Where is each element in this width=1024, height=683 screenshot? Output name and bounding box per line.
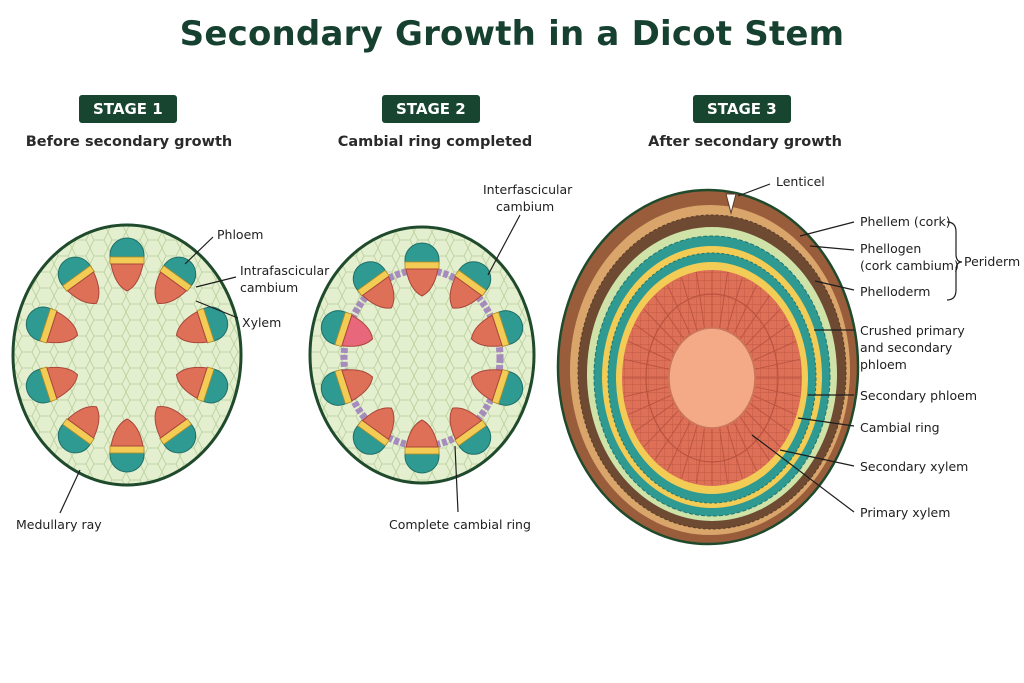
xylem-ray <box>628 340 671 361</box>
label-crushed-phloem-2: and secondary <box>860 340 953 355</box>
stage-1-bundle-10 <box>57 256 100 305</box>
page-title: Secondary Growth in a Dicot Stem <box>179 14 845 54</box>
stage-1-bundle-9 <box>25 306 79 344</box>
stage-2-bundle-7 <box>352 407 395 455</box>
xylem-ray <box>719 428 728 484</box>
label-secondary-phloem: Secondary phloem <box>860 388 977 403</box>
xylem-ray <box>739 295 770 340</box>
label-interfascicular-cambium-2: cambium <box>496 199 554 214</box>
stage-2-subtitle: Cambial ring completed <box>337 134 533 150</box>
xylem-ray <box>667 285 691 335</box>
stage-2-bundle-10 <box>352 261 395 309</box>
stage-1-bundle-7 <box>57 405 100 454</box>
leader-lines <box>59 183 963 514</box>
xylem-ray <box>624 386 669 398</box>
label-cambial-ring: Cambial ring <box>860 420 940 435</box>
xylem-ray <box>749 403 790 432</box>
xylem-ray <box>755 358 800 370</box>
label-periderm: Periderm <box>964 254 1020 269</box>
xylem-rays <box>623 271 801 485</box>
stage-1-subtitle: Before secondary growth <box>25 134 233 150</box>
stage-2-vascular-bundles <box>320 242 524 474</box>
stage-1-bundle-5 <box>154 405 197 454</box>
stage-2-bundle-4 <box>470 368 524 406</box>
stage-2-bundle-3 <box>470 310 524 348</box>
xylem-ray <box>628 395 671 416</box>
xylem-ray <box>745 410 781 448</box>
xylem-ray <box>719 272 728 328</box>
xylem-ray <box>634 403 675 432</box>
label-interfascicular-cambium-1: Interfascicular <box>483 182 573 197</box>
label-phloem: Phloem <box>217 227 263 242</box>
xylem-ray <box>739 416 770 461</box>
stage-3-badge: STAGE 3 <box>693 95 791 123</box>
xylem-ray <box>643 308 679 346</box>
xylem-ray <box>696 272 705 328</box>
xylem-ray <box>696 428 705 484</box>
xylem-ray <box>733 421 757 471</box>
label-medullary-ray: Medullary ray <box>16 517 102 532</box>
xylem-ray <box>681 425 698 479</box>
label-complete-cambial-ring: Complete cambial ring <box>389 517 531 532</box>
stage-1-cross-section <box>11 223 243 487</box>
stage-1-bundle-8 <box>25 366 79 404</box>
xylem-ray <box>624 358 669 370</box>
label-phellem: Phellem (cork) <box>860 214 951 229</box>
xylem-ray <box>749 324 790 353</box>
xylem-ray <box>726 425 743 479</box>
stage-2-bundle-2 <box>449 261 492 309</box>
stage-2-badge: STAGE 2 <box>382 95 480 123</box>
xylem-ray <box>681 277 698 331</box>
stage-1-bundle-6 <box>109 418 145 473</box>
label-crushed-phloem-3: phloem <box>860 357 907 372</box>
label-lenticel: Lenticel <box>776 174 825 189</box>
stage-1-bundle-4 <box>175 366 229 404</box>
label-primary-xylem: Primary xylem <box>860 505 950 520</box>
stage-2-bundle-8 <box>320 368 374 406</box>
xylem-ray <box>733 285 757 335</box>
xylem-ray <box>643 410 679 448</box>
xylem-ray <box>753 340 796 361</box>
stage-2-cross-section <box>308 225 536 485</box>
stage-2-bundle-1 <box>404 242 440 297</box>
stage-1-badge: STAGE 1 <box>79 95 177 123</box>
xylem-ray <box>753 395 796 416</box>
xylem-ray <box>745 308 781 346</box>
label-intrafascicular-cambium-1: Intrafascicular <box>240 263 330 278</box>
stage-2-bundle-5 <box>449 407 492 455</box>
label-phelloderm: Phelloderm <box>860 284 930 299</box>
xylem-ray <box>634 324 675 353</box>
xylem-ray <box>755 386 800 398</box>
xylem-ray <box>667 421 691 471</box>
primary-xylem-pith <box>668 327 756 429</box>
label-phellogen-2: (cork cambium) <box>860 258 959 273</box>
xylem-ray <box>654 416 685 461</box>
xylem-ray <box>726 277 743 331</box>
stage-2-bundle-6 <box>404 419 440 474</box>
stage-1-bundle-3 <box>175 306 229 344</box>
stage-3-cross-section <box>556 188 860 546</box>
stage-3-subtitle: After secondary growth <box>648 134 842 150</box>
xylem-ray <box>654 295 685 340</box>
label-xylem: Xylem <box>242 315 281 330</box>
stage-1-vascular-bundles <box>25 237 229 473</box>
stage-1-bundle-1 <box>109 237 145 292</box>
label-secondary-xylem: Secondary xylem <box>860 459 968 474</box>
lenticel-opening <box>725 193 737 215</box>
label-crushed-phloem-1: Crushed primary <box>860 323 965 338</box>
stage-1-bundle-2 <box>154 256 197 305</box>
labels: Phloem Intrafascicular cambium Xylem Med… <box>16 174 1020 532</box>
label-intrafascicular-cambium-2: cambium <box>240 280 298 295</box>
stage-2-bundle-9 <box>320 310 374 348</box>
label-phellogen-1: Phellogen <box>860 241 921 256</box>
